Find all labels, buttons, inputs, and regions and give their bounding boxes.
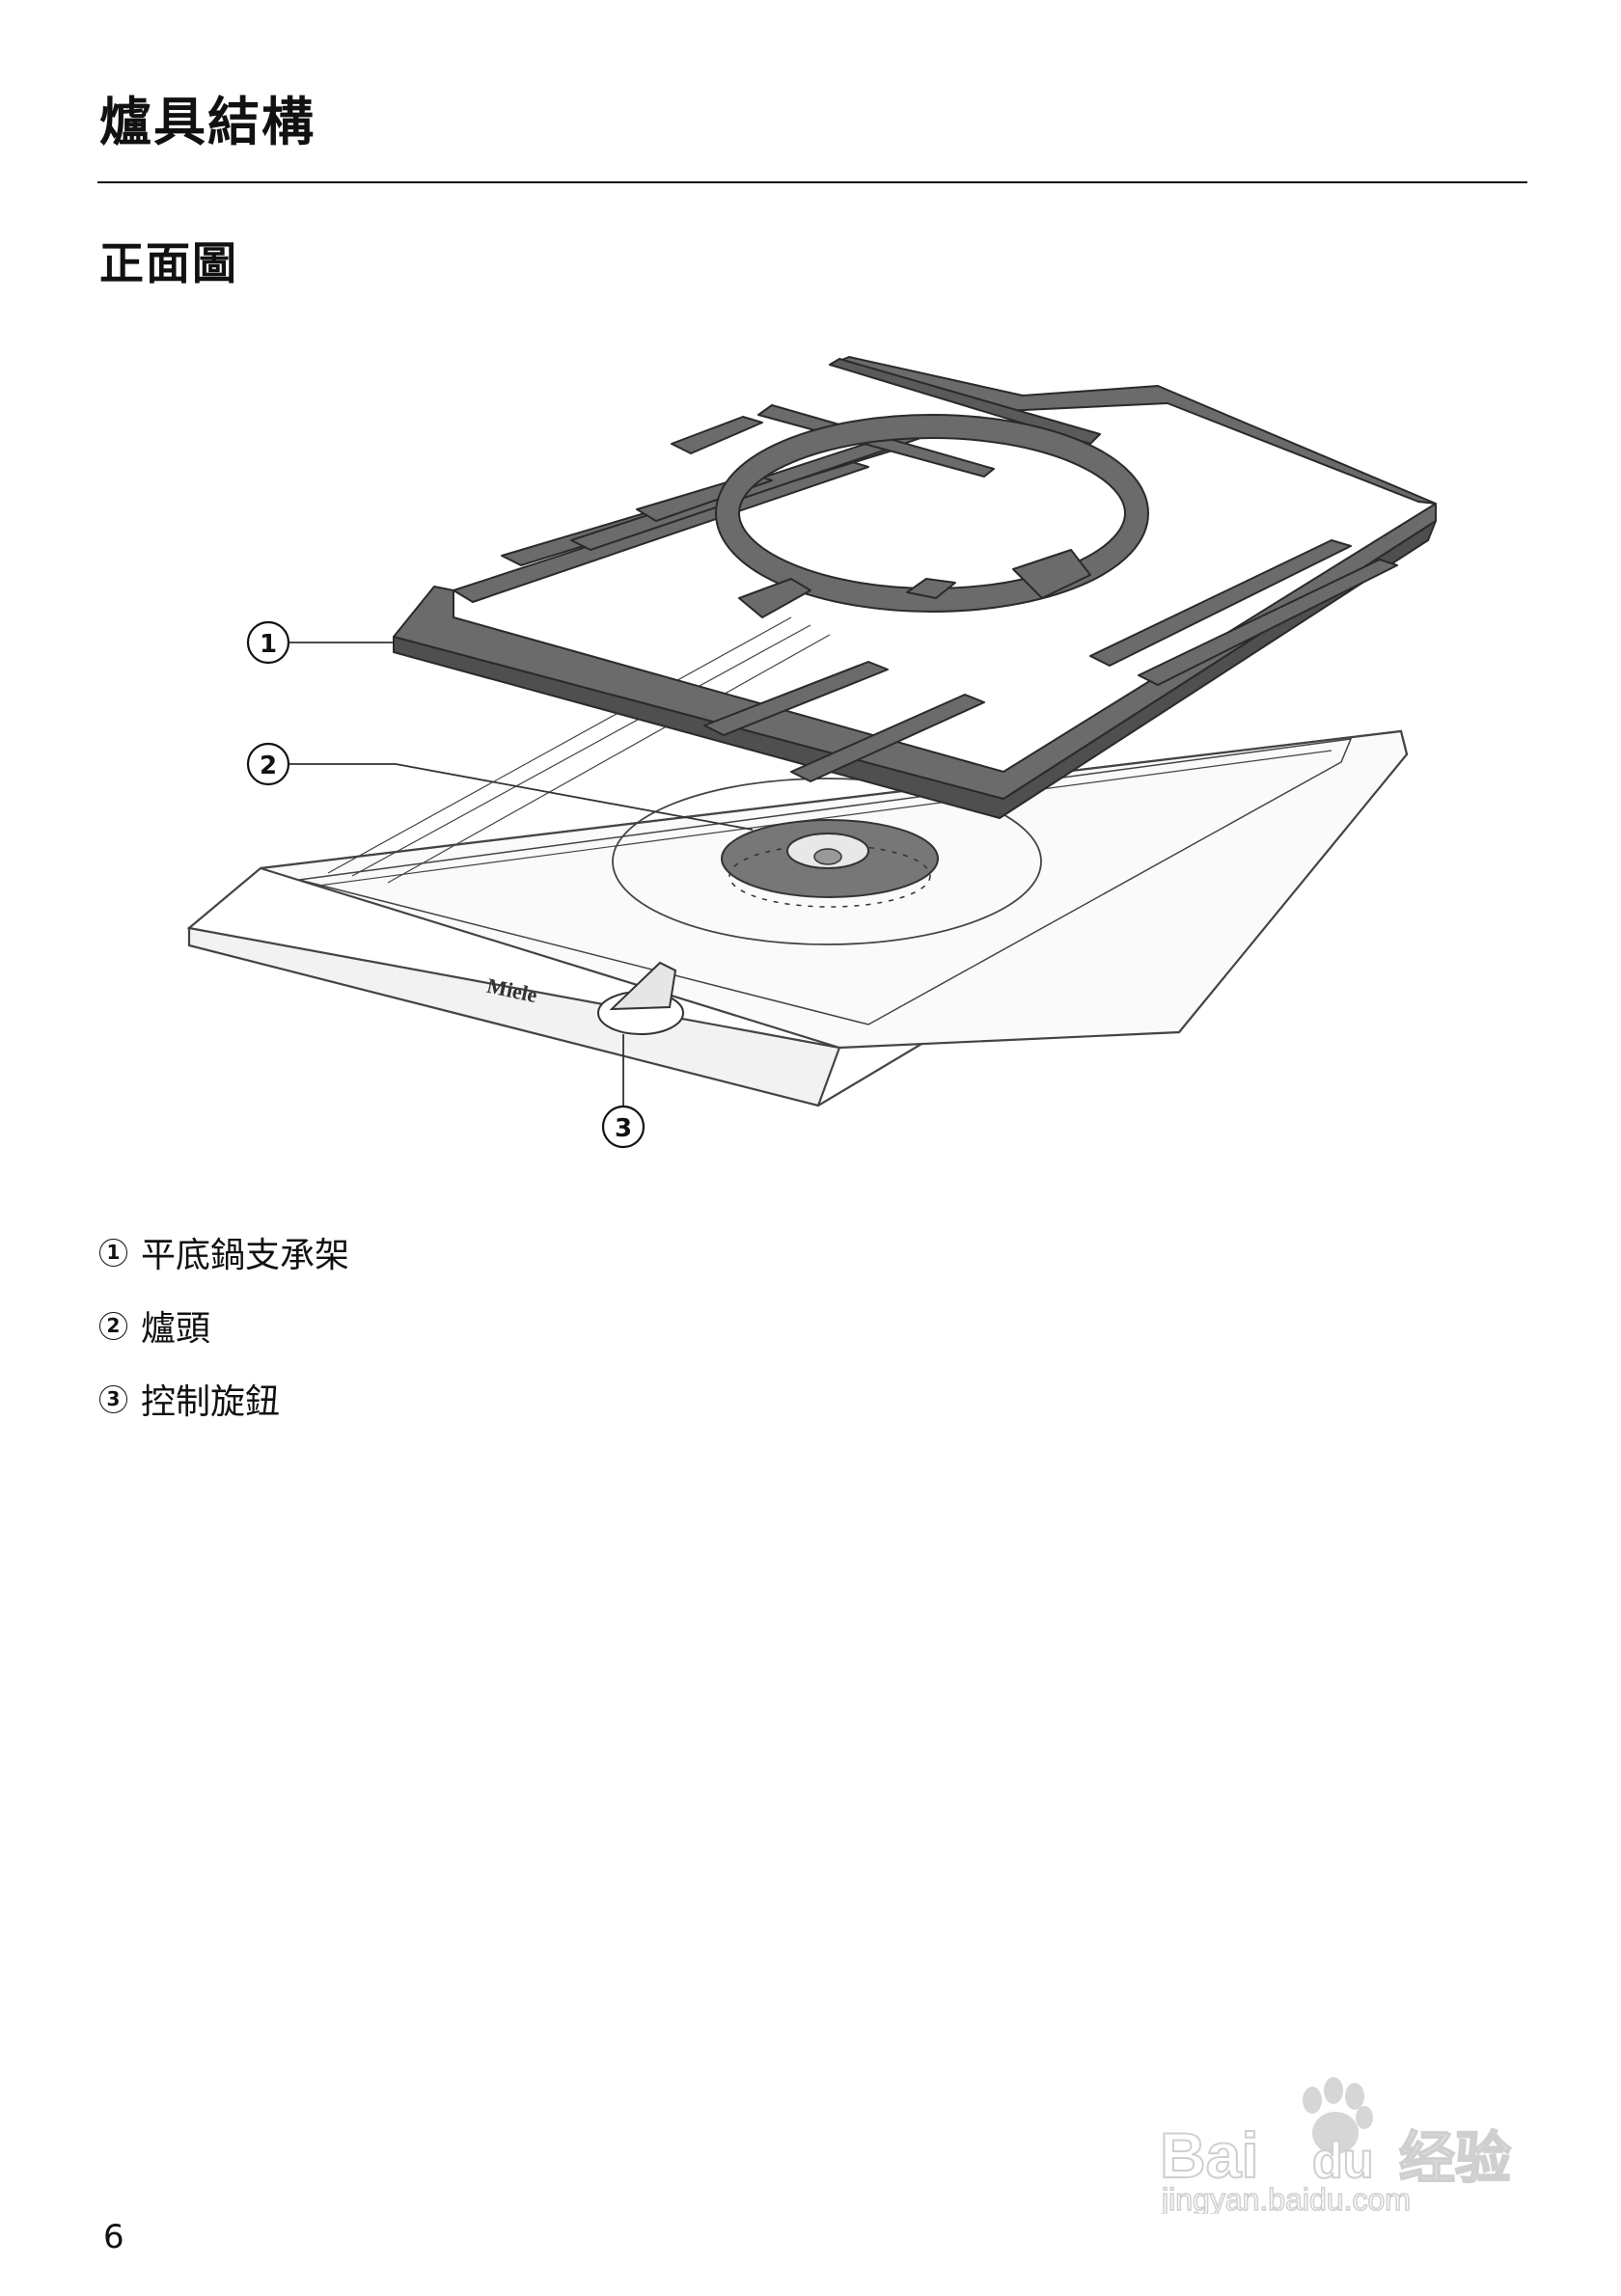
burner bbox=[721, 819, 939, 908]
legend-number: 3 bbox=[99, 1384, 127, 1413]
callout-3: 3 bbox=[601, 1034, 646, 1149]
svg-text:1: 1 bbox=[260, 630, 277, 659]
legend-item-pan-support: 1 平底鍋支承架 bbox=[99, 1227, 349, 1277]
legend-item-burner: 2 爐頭 bbox=[99, 1300, 349, 1351]
title-divider bbox=[97, 181, 1527, 183]
svg-text:2: 2 bbox=[260, 752, 277, 780]
legend-label: 爐頭 bbox=[141, 1309, 211, 1349]
legend-item-control-knob: 3 控制旋鈕 bbox=[99, 1374, 349, 1424]
legend-number: 2 bbox=[99, 1311, 127, 1340]
svg-text:Bai: Bai bbox=[1160, 2119, 1259, 2191]
parts-legend: 1 平底鍋支承架 2 爐頭 3 控制旋鈕 bbox=[99, 1227, 349, 1447]
svg-text:经验: 经验 bbox=[1399, 2125, 1511, 2191]
cooktop-illustration: Miele 1 2 3 bbox=[186, 356, 1437, 1149]
burner-zone bbox=[612, 778, 1042, 945]
paw-icon bbox=[1303, 2077, 1373, 2154]
callout-1: 1 bbox=[246, 620, 394, 665]
legend-label: 平底鍋支承架 bbox=[141, 1236, 350, 1275]
callout-2: 2 bbox=[246, 742, 754, 831]
legend-label: 控制旋鈕 bbox=[141, 1382, 281, 1422]
page-title: 爐具結構 bbox=[99, 92, 316, 152]
section-title: 正面圖 bbox=[99, 237, 238, 289]
svg-text:3: 3 bbox=[615, 1114, 632, 1143]
legend-number: 1 bbox=[99, 1238, 127, 1267]
control-knob-drawing bbox=[597, 961, 684, 1035]
pan-support-grate bbox=[393, 356, 1437, 819]
svg-text:du: du bbox=[1312, 2133, 1374, 2189]
baidu-watermark: Bai du 经验 jingyan.baidu.com bbox=[1159, 2077, 1512, 2214]
page-number: 6 bbox=[103, 2218, 124, 2256]
svg-text:jingyan.baidu.com: jingyan.baidu.com bbox=[1161, 2182, 1411, 2214]
